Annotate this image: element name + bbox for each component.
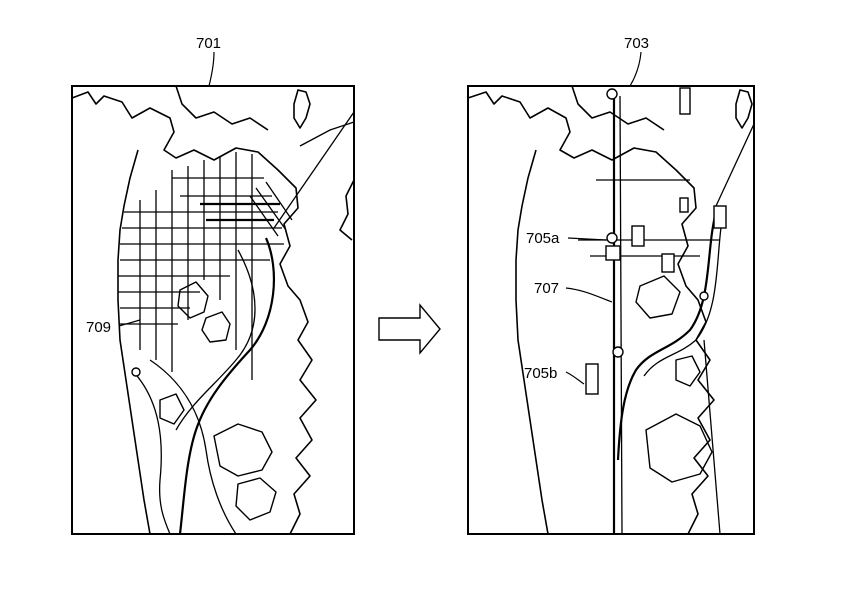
right-map-freeway-2 — [643, 219, 723, 377]
left-map-street-grid — [118, 152, 293, 380]
right-map-callout-705b-leader — [565, 371, 585, 385]
left-map-road-1 — [175, 249, 256, 431]
left-map-label-leader — [208, 51, 215, 87]
right-map-road-a — [619, 95, 623, 535]
left-map-label: 701 — [196, 35, 221, 52]
right-map-callout-707-leader — [565, 287, 613, 303]
right-map-building-4 — [713, 205, 727, 229]
left-map-park-1 — [177, 281, 209, 319]
right-map: 703 705a 707 — [467, 35, 755, 535]
left-map-bridge-2 — [299, 121, 355, 147]
left-map-road-2 — [149, 359, 237, 535]
left-map-park-2 — [201, 311, 231, 343]
right-map-east-road — [703, 339, 721, 535]
left-map-bridge — [273, 111, 355, 229]
left-map-callout-709: 709 — [86, 319, 111, 336]
right-map-building-2 — [605, 245, 621, 261]
left-map-park-3 — [213, 423, 273, 477]
right-map-landmark-top — [679, 87, 691, 115]
left-map-freeway — [178, 237, 275, 535]
right-map-marker-705a — [606, 232, 618, 244]
left-map-coastline — [71, 91, 317, 535]
right-map-freeway — [616, 211, 718, 461]
left-map-park-4 — [235, 477, 277, 521]
right-map-callout-705b: 705b — [524, 365, 557, 382]
right-map-marker-lower — [612, 346, 624, 358]
right-map-marker-east — [699, 291, 709, 301]
right-map-label-leader — [629, 51, 642, 87]
right-map-building-1 — [631, 225, 645, 247]
left-map-west-shore — [117, 149, 151, 535]
right-map-building-3 — [661, 253, 675, 273]
right-map-west-shore — [515, 149, 549, 535]
right-map-callout-707: 707 — [534, 280, 559, 297]
right-map-north-shore — [571, 85, 665, 131]
right-map-marker-top — [606, 88, 618, 100]
right-map-building-5 — [679, 197, 689, 213]
left-map-road-3 — [131, 369, 171, 535]
right-map-building-705b — [585, 363, 599, 395]
right-map-park-3 — [635, 275, 681, 319]
right-map-callout-705a: 705a — [526, 230, 560, 247]
left-map-island — [293, 89, 311, 129]
left-map: 701 — [71, 35, 355, 535]
right-map-coastline — [467, 91, 715, 535]
left-map-callout-709-leader — [118, 319, 141, 327]
left-map-park-5 — [159, 393, 185, 425]
left-map-north-shore — [175, 85, 269, 131]
left-map-marker — [131, 367, 141, 377]
right-map-callout-705a-leader — [567, 237, 607, 241]
right-map-frame — [467, 85, 755, 535]
right-map-label: 703 — [624, 35, 649, 52]
right-map-island — [735, 89, 753, 129]
right-arrow-icon — [378, 303, 441, 355]
right-map-bridge — [715, 123, 755, 207]
right-map-park-2 — [675, 355, 701, 387]
left-map-frame — [71, 85, 355, 535]
right-map-park-1 — [645, 413, 713, 483]
left-map-east-shore — [339, 179, 355, 241]
